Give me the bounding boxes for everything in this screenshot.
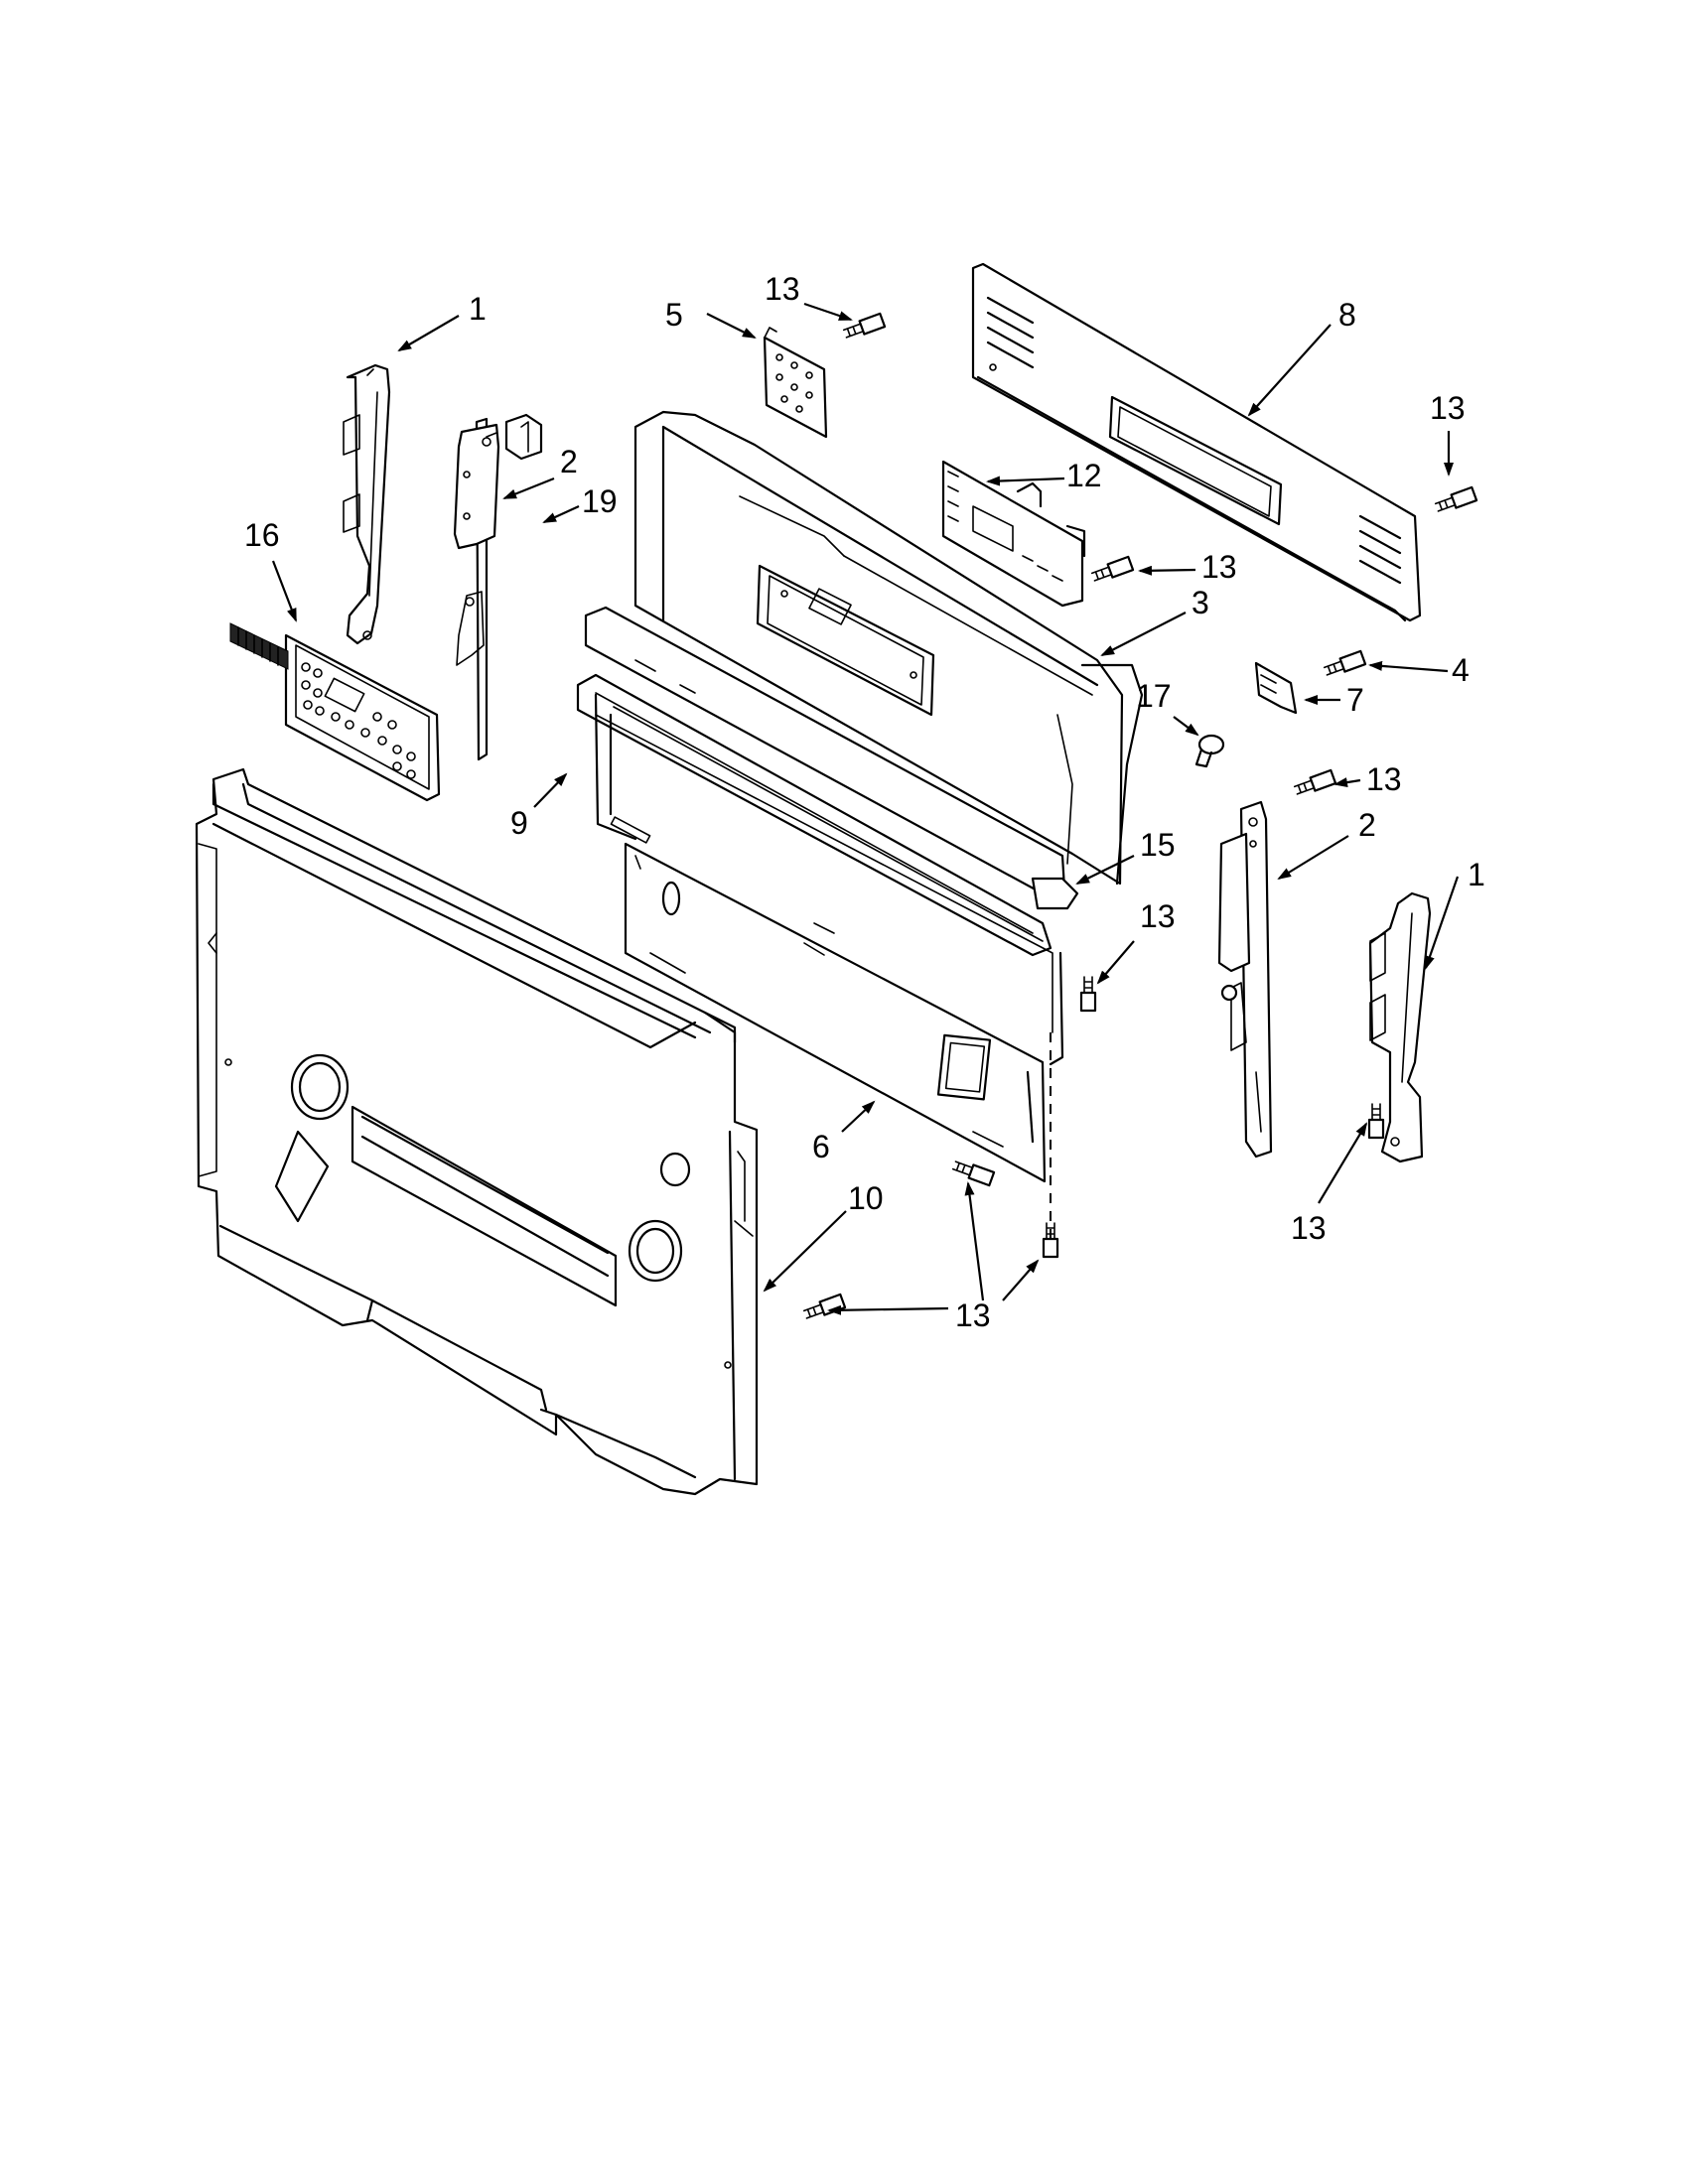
callout-1-right: 1	[1468, 857, 1485, 892]
part-10-rear-panel	[195, 767, 759, 1496]
callout-10: 10	[848, 1180, 884, 1216]
callout-9: 9	[510, 805, 528, 841]
callout-13-board: 13	[1201, 549, 1237, 585]
callout-2-right: 2	[1358, 807, 1376, 843]
part-3-console	[633, 410, 1144, 886]
part-5-board	[763, 327, 828, 439]
screw-icon	[1042, 1222, 1059, 1259]
part-12-control-board	[941, 460, 1086, 608]
callout-16: 16	[244, 517, 280, 553]
callout-13-bottom: 13	[955, 1297, 991, 1333]
part-8-rear-top	[971, 262, 1422, 622]
screw-icon	[1293, 768, 1337, 795]
part-17-grommet	[1194, 734, 1225, 768]
part-1-right-endcap	[1368, 891, 1432, 1163]
screw-icon	[1090, 555, 1135, 582]
screw-icon	[1367, 1103, 1385, 1140]
part-2-right-bracket	[1217, 800, 1273, 1159]
part-7-bracket	[1254, 661, 1298, 715]
callout-5: 5	[665, 297, 683, 333]
callout-7: 7	[1346, 682, 1364, 718]
screw-icon	[802, 1293, 847, 1319]
screw-icon	[1434, 485, 1478, 512]
callout-2-left: 2	[560, 444, 578, 479]
callout-13-mid: 13	[1140, 898, 1176, 934]
part-2-left-bracket	[453, 417, 500, 761]
part-6-lower-panel	[624, 842, 1047, 1183]
screws-13	[802, 312, 1478, 1319]
callout-19: 19	[582, 483, 618, 519]
callout-12: 12	[1066, 458, 1102, 493]
callout-1-left: 1	[469, 291, 487, 327]
callout-4: 4	[1452, 652, 1470, 688]
callout-13-top: 13	[765, 271, 800, 307]
callout-13-endcap: 13	[1291, 1210, 1327, 1246]
screw-icon	[1079, 976, 1097, 1013]
callout-3: 3	[1192, 585, 1209, 620]
screw-icon	[1323, 649, 1367, 676]
part-15-bracket	[1031, 877, 1079, 910]
part-19-clip	[504, 413, 543, 461]
callout-8: 8	[1338, 297, 1356, 333]
callout-13-bracket: 13	[1366, 761, 1402, 797]
leader-arrows	[271, 302, 1460, 1315]
screw-icon	[951, 1160, 996, 1187]
callout-6: 6	[812, 1129, 830, 1164]
screw-icon	[842, 312, 887, 339]
callout-15: 15	[1140, 827, 1176, 863]
part-9-frame	[576, 606, 1066, 1066]
part-1-left-endcap	[343, 363, 391, 645]
part-16-keypad-overlay	[229, 622, 441, 802]
callout-13-right-top: 13	[1430, 390, 1466, 426]
callout-17: 17	[1136, 678, 1172, 714]
callout-labels: 1 1 2 2 3 4 5 6 7 8 9 10 12 13 13 13 13 …	[244, 271, 1485, 1333]
